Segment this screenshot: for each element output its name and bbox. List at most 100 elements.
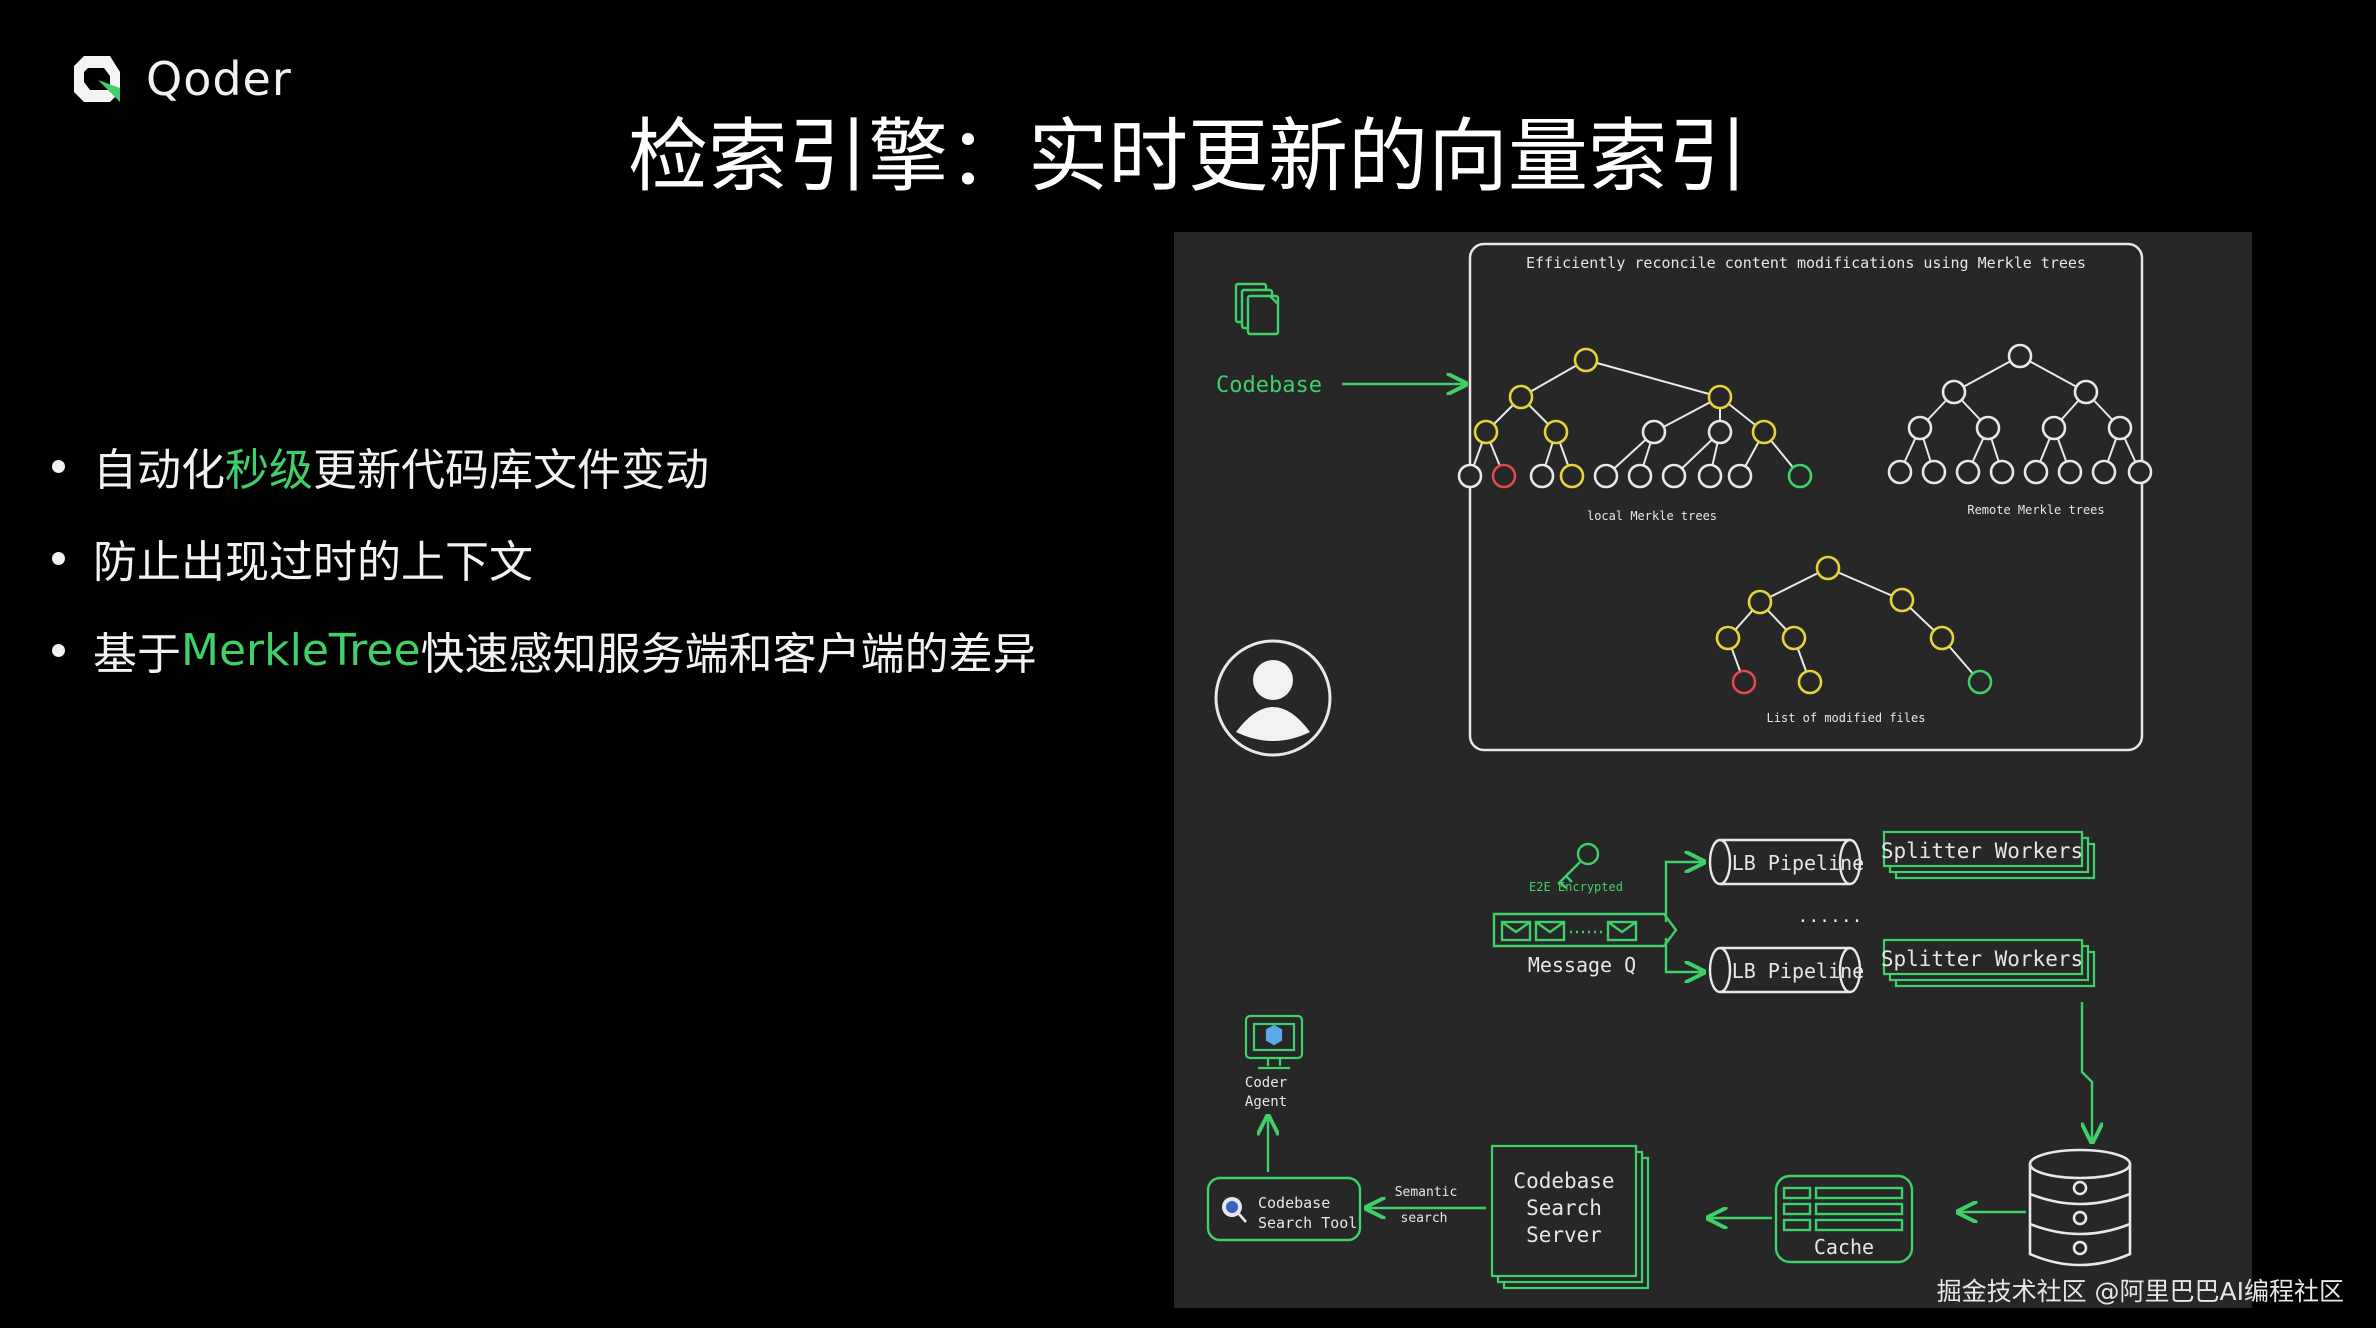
bullet-dot: [52, 459, 65, 473]
semantic-search-line-1: Semantic: [1395, 1185, 1458, 1200]
pipeline-1-label: LB Pipeline: [1732, 851, 1864, 875]
tree-node: [1989, 459, 2015, 485]
key-icon: [1557, 842, 1600, 889]
tree-node: [1697, 463, 1723, 489]
tree-node-changed: [1707, 384, 1733, 410]
tree-node-deleted: [1491, 463, 1517, 489]
splitter-workers-2: [1882, 938, 2096, 988]
search-icon: [1222, 1197, 1247, 1223]
search-tool-line-2: Search Tool: [1258, 1214, 1357, 1232]
tree-node-changed: [1751, 419, 1777, 445]
local-tree-nodes: [1457, 347, 1813, 489]
merkle-box-title: Efficiently reconcile content modificati…: [1526, 254, 2086, 272]
modified-files-label: List of modified files: [1767, 711, 1926, 725]
watermark: 掘金技术社区 @阿里巴巴AI编程社区: [1936, 1277, 2344, 1306]
splitter-workers-1: [1882, 830, 2096, 880]
tree-node: [1727, 463, 1753, 489]
splitter-workers-1-label: Splitter Workers: [1881, 839, 2083, 863]
cache-box: [1774, 1174, 1914, 1264]
bullet-dot: [52, 551, 65, 565]
tree-node: [2041, 415, 2067, 441]
search-server-box: [1490, 1144, 1650, 1290]
tree-node: [1641, 419, 1667, 445]
tree-node-deleted: [1731, 669, 1757, 695]
tree-node-changed: [1929, 625, 1955, 651]
queue-to-pipeline-2: [1664, 938, 1704, 972]
pipeline-2: [1708, 946, 1862, 994]
message-queue: [1492, 912, 1678, 948]
tree-node-changed: [1815, 555, 1841, 581]
remote-tree-label: Remote Merkle trees: [1967, 503, 2104, 517]
message-queue-label: Message Q: [1528, 953, 1636, 977]
local-merkle-tree: [1469, 359, 1801, 477]
user-avatar-icon: [1214, 639, 1332, 757]
splitter-to-db-arrow: [2080, 1002, 2092, 1142]
files-icon: [1234, 282, 1280, 336]
tree-node: [1887, 459, 1913, 485]
search-server-line-1: Codebase: [1513, 1169, 1614, 1193]
tree-node: [1707, 419, 1733, 445]
tree-node: [1529, 463, 1555, 489]
tree-node-added: [1787, 463, 1813, 489]
tree-node-changed: [1889, 587, 1915, 613]
remote-tree-nodes: [1887, 343, 2153, 485]
tree-node: [1955, 459, 1981, 485]
tree-node: [1975, 415, 2001, 441]
vector-database-icon: [2028, 1148, 2132, 1267]
remote-merkle-tree: [1899, 355, 2141, 473]
tree-node: [1907, 415, 1933, 441]
bullet-item: 防止出现过时的上下文: [52, 512, 1037, 604]
tree-node-changed: [1473, 419, 1499, 445]
coder-agent-line-2: Agent: [1245, 1094, 1287, 1110]
search-server-line-2: Search: [1526, 1196, 1602, 1220]
search-server-line-3: Server: [1526, 1223, 1602, 1247]
tree-node: [1941, 379, 1967, 405]
tree-node: [2107, 415, 2133, 441]
tree-node: [1921, 459, 1947, 485]
bullet-dot: [52, 643, 65, 657]
modified-tree-nodes: [1715, 555, 1993, 695]
tree-node-changed: [1797, 669, 1823, 695]
tree-node-added: [1967, 669, 1993, 695]
merkle-box: [1468, 242, 2144, 752]
highlight-text: MerkleTree: [181, 624, 421, 676]
tree-node: [2007, 343, 2033, 369]
tree-node: [2073, 379, 2099, 405]
tree-node: [1457, 463, 1483, 489]
pipeline-1: [1708, 838, 1862, 886]
semantic-search-line-2: search: [1401, 1211, 1448, 1226]
tree-node: [1627, 463, 1653, 489]
e2e-label: E2E Encrypted: [1529, 880, 1623, 894]
coder-agent-icon: [1244, 1014, 1304, 1070]
search-tool-line-1: Codebase: [1258, 1194, 1330, 1212]
tree-node-changed: [1559, 463, 1585, 489]
bullet-item: 自动化秒级更新代码库文件变动: [52, 420, 1037, 512]
codebase-label: Codebase: [1216, 373, 1322, 398]
slide-title: 检索引擎：实时更新的向量索引: [628, 110, 1748, 203]
highlight-text: 秒级: [225, 445, 313, 496]
pipeline-ellipsis: ......: [1797, 906, 1862, 927]
tree-node: [1593, 463, 1619, 489]
cache-label: Cache: [1814, 1235, 1874, 1259]
coder-agent-line-1: Coder: [1245, 1075, 1287, 1091]
tree-node-changed: [1715, 625, 1741, 651]
pipeline-2-label: LB Pipeline: [1732, 959, 1864, 983]
tree-node-changed: [1781, 625, 1807, 651]
splitter-workers-2-label: Splitter Workers: [1881, 947, 2083, 971]
tree-node-changed: [1747, 589, 1773, 615]
tree-node: [2057, 459, 2083, 485]
qoder-logo-icon: [74, 56, 120, 102]
tree-node-changed: [1508, 384, 1534, 410]
tree-node: [2091, 459, 2117, 485]
search-tool-box: [1206, 1176, 1362, 1242]
architecture-diagram: Efficiently reconcile content modificati…: [1174, 232, 2252, 1308]
brand-name: Qoder: [146, 52, 292, 106]
queue-to-pipeline-1: [1664, 862, 1704, 922]
modified-files-tree: [1727, 567, 1981, 683]
local-tree-label: local Merkle trees: [1587, 509, 1717, 523]
tree-node-changed: [1543, 419, 1569, 445]
tree-node: [2023, 459, 2049, 485]
tree-node-changed: [1573, 347, 1599, 373]
